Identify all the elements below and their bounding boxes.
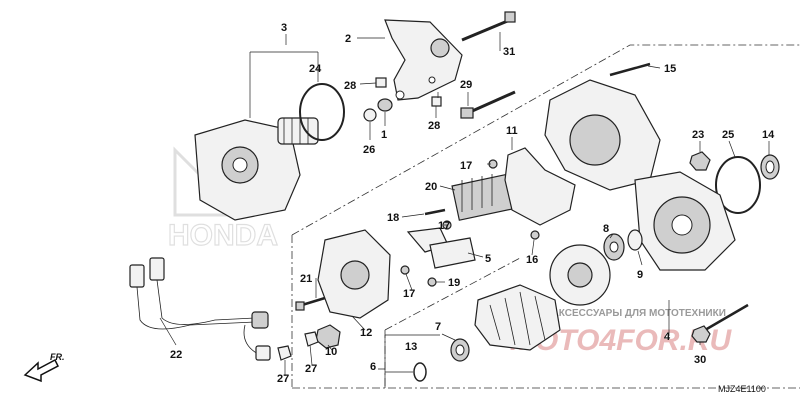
part-7-bearing (450, 338, 470, 362)
callout-28b: 28 (428, 120, 440, 132)
callout-17c: 17 (403, 288, 415, 300)
callout-17a: 17 (460, 160, 472, 172)
part-20-regulator (451, 173, 514, 221)
callout-12: 12 (360, 327, 372, 339)
front-direction-label: FR. (50, 352, 65, 362)
part-19-nut (427, 277, 437, 287)
part-14-bearing (760, 154, 780, 180)
part-21-bolt (295, 296, 326, 311)
part-27-nut-b (277, 345, 292, 361)
part-24-o-ring (299, 83, 345, 141)
callout-27a: 27 (305, 363, 317, 375)
part-13-snap-ring (413, 362, 427, 382)
callout-17b: 17 (438, 220, 450, 232)
callout-18: 18 (387, 212, 399, 224)
part-31-bolt (461, 11, 516, 42)
part-27-nut (304, 331, 319, 347)
part-30-bolt (691, 303, 749, 343)
callout-25: 25 (722, 129, 734, 141)
part-2-bracket (384, 19, 463, 101)
callout-6: 6 (370, 361, 376, 373)
callout-4: 4 (664, 331, 671, 343)
part-10-nut (315, 324, 341, 349)
callout-19: 19 (448, 277, 460, 289)
callout-26: 26 (363, 144, 375, 156)
part-28-dowel (375, 77, 387, 88)
diagram-code: MJZ4E1100 (718, 384, 766, 394)
callout-16: 16 (526, 254, 538, 266)
rear-housing (544, 62, 661, 191)
callout-29: 29 (460, 79, 472, 91)
callout-2: 2 (345, 33, 351, 45)
part-22-wire-harness (129, 257, 271, 361)
callout-20: 20 (425, 181, 437, 193)
callout-21: 21 (300, 273, 312, 285)
callout-13: 13 (405, 341, 417, 353)
callout-9: 9 (637, 269, 643, 281)
site-caption: ЗАПЧАСТИ АКСЕССУАРЫ ДЛЯ МОТОТЕХНИКИ (494, 308, 726, 319)
part-18-screw (424, 208, 446, 216)
callout-3: 3 (281, 22, 287, 34)
callout-15: 15 (664, 63, 676, 75)
callout-8: 8 (603, 223, 609, 235)
honda-watermark: HONDA (167, 146, 279, 253)
part-4-front-housing (634, 171, 736, 271)
part-23-nut (689, 151, 711, 171)
honda-wordmark: HONDA (168, 219, 278, 252)
part-9-collar (627, 229, 643, 251)
callout-11: 11 (506, 125, 518, 137)
part-1-collar (377, 98, 393, 112)
part-25-o-ring (715, 156, 761, 214)
callout-10: 10 (325, 346, 337, 358)
part-28-dowel-b (431, 96, 442, 107)
callout-31: 31 (503, 46, 515, 58)
callout-14: 14 (762, 129, 775, 141)
callout-22: 22 (170, 349, 182, 361)
part-26-seal (363, 108, 377, 122)
part-29-bolt (460, 90, 516, 119)
callout-28a: 28 (344, 80, 356, 92)
part-17-screw-c (400, 265, 410, 275)
part-12-cover (317, 229, 391, 319)
rotor-assembly (474, 284, 561, 351)
part-5-terminal (406, 227, 476, 269)
part-16-stator (549, 244, 611, 306)
part-11-brush-holder (504, 147, 576, 226)
callout-23: 23 (692, 129, 704, 141)
callout-24: 24 (309, 63, 322, 75)
callout-30: 30 (694, 354, 706, 366)
callout-labels: 3 2 31 24 28 29 1 26 28 11 15 23 25 14 1… (170, 22, 775, 385)
leader-lines (159, 32, 770, 388)
callout-27b: 27 (277, 373, 289, 385)
callout-7: 7 (435, 321, 441, 333)
callout-5: 5 (485, 253, 491, 265)
callout-1: 1 (381, 129, 387, 141)
part-16-screw (530, 230, 540, 240)
front-direction-arrow: FR. (23, 352, 65, 383)
part-8-bearing (603, 233, 625, 261)
part-3-starter-assembly (194, 117, 319, 221)
